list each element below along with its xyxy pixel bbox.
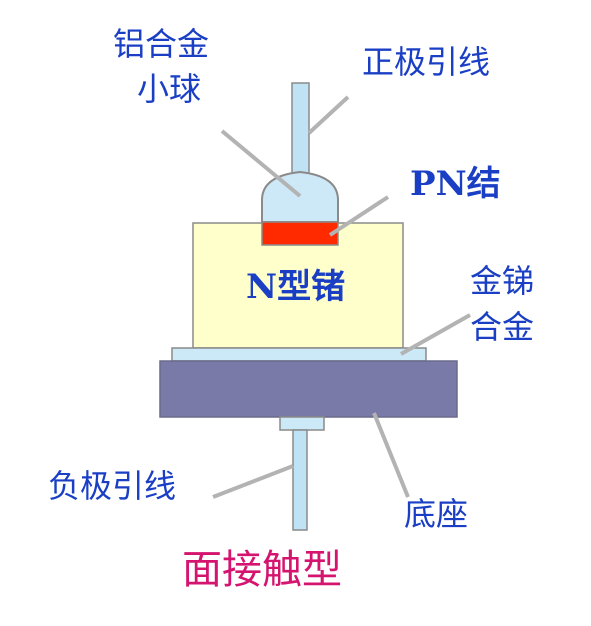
negative-lead-connector	[279, 416, 325, 431]
label-alloy-ball-line2: 小球	[137, 70, 201, 108]
gold-antimony-plate	[171, 347, 427, 362]
alloy-ball	[261, 170, 339, 223]
leader-negative-lead	[212, 464, 294, 499]
negative-lead-wire	[292, 429, 308, 531]
pn-junction-layer	[261, 221, 339, 246]
leader-pn-junction	[328, 195, 390, 237]
label-gold-antimony-line2: 合金	[470, 308, 534, 346]
label-pn-junction: PN结	[410, 164, 501, 204]
label-negative-lead: 负极引线	[48, 467, 176, 505]
label-base: 底座	[404, 495, 468, 533]
label-positive-lead: 正极引线	[362, 43, 490, 81]
label-alloy-ball-line1: 铝合金	[113, 25, 209, 63]
leader-gold-antimony	[400, 313, 471, 356]
leader-alloy-ball	[220, 129, 302, 198]
diagram-title: 面接触型	[182, 547, 342, 593]
leader-positive-lead	[307, 95, 350, 135]
leader-base	[372, 412, 410, 498]
label-gold-antimony-line1: 金锑	[470, 262, 534, 300]
base-block	[159, 360, 458, 418]
label-n-germanium: N型锗	[246, 267, 345, 307]
